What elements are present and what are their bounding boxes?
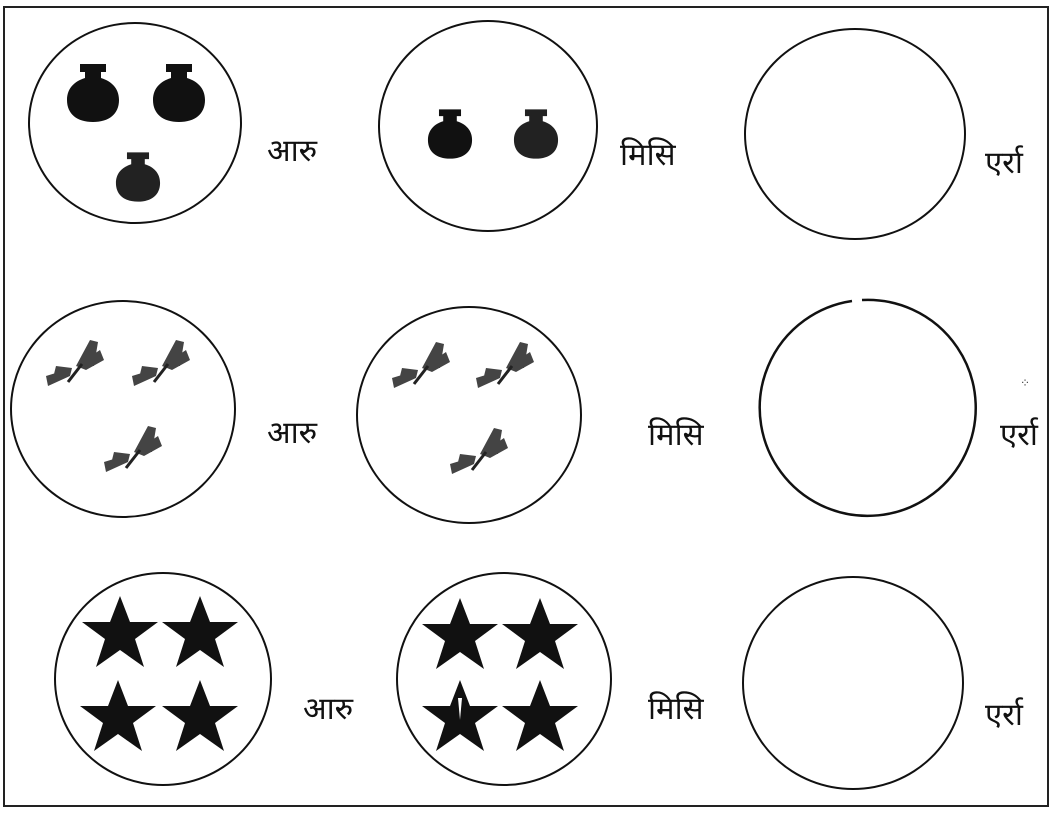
scan-speck-mark: ⁘ [1020,376,1030,390]
row3-first-number-word: आरु [303,694,353,725]
inkpot-icon [110,148,166,206]
butterfly-icon [128,336,194,392]
butterfly-icon [446,424,512,480]
star-icon [160,594,240,670]
row1-answer-circle[interactable] [744,28,966,240]
row3-answer-word: एर्रा [985,700,1023,731]
row1-second-group-circle [378,20,598,232]
star-icon [160,678,240,754]
star-icon [80,594,160,670]
butterfly-icon [388,338,454,394]
star-icon [500,678,580,754]
inkpot-icon [508,104,564,164]
row2-first-group-circle [10,300,236,518]
row2-first-number-word: आरु [267,418,317,449]
row2-second-number-word: मिसि [648,420,704,451]
star-icon [420,678,500,754]
star-icon [500,596,580,672]
row2-answer-circle[interactable] [752,296,978,524]
row3-answer-circle[interactable] [742,576,964,790]
star-icon [78,678,158,754]
row1-second-number-word: मिसि [620,140,676,171]
butterfly-icon [100,422,166,478]
inkpot-icon [422,104,478,164]
butterfly-icon [42,336,108,392]
star-icon [420,596,500,672]
row1-first-number-word: आरु [267,136,317,167]
butterfly-icon [472,338,538,394]
inkpot-icon [146,62,212,124]
row1-answer-word: एर्रा [985,148,1023,179]
row2-answer-word: एर्रा [1000,420,1038,451]
inkpot-icon [60,62,126,124]
row3-second-number-word: मिसि [648,694,704,725]
